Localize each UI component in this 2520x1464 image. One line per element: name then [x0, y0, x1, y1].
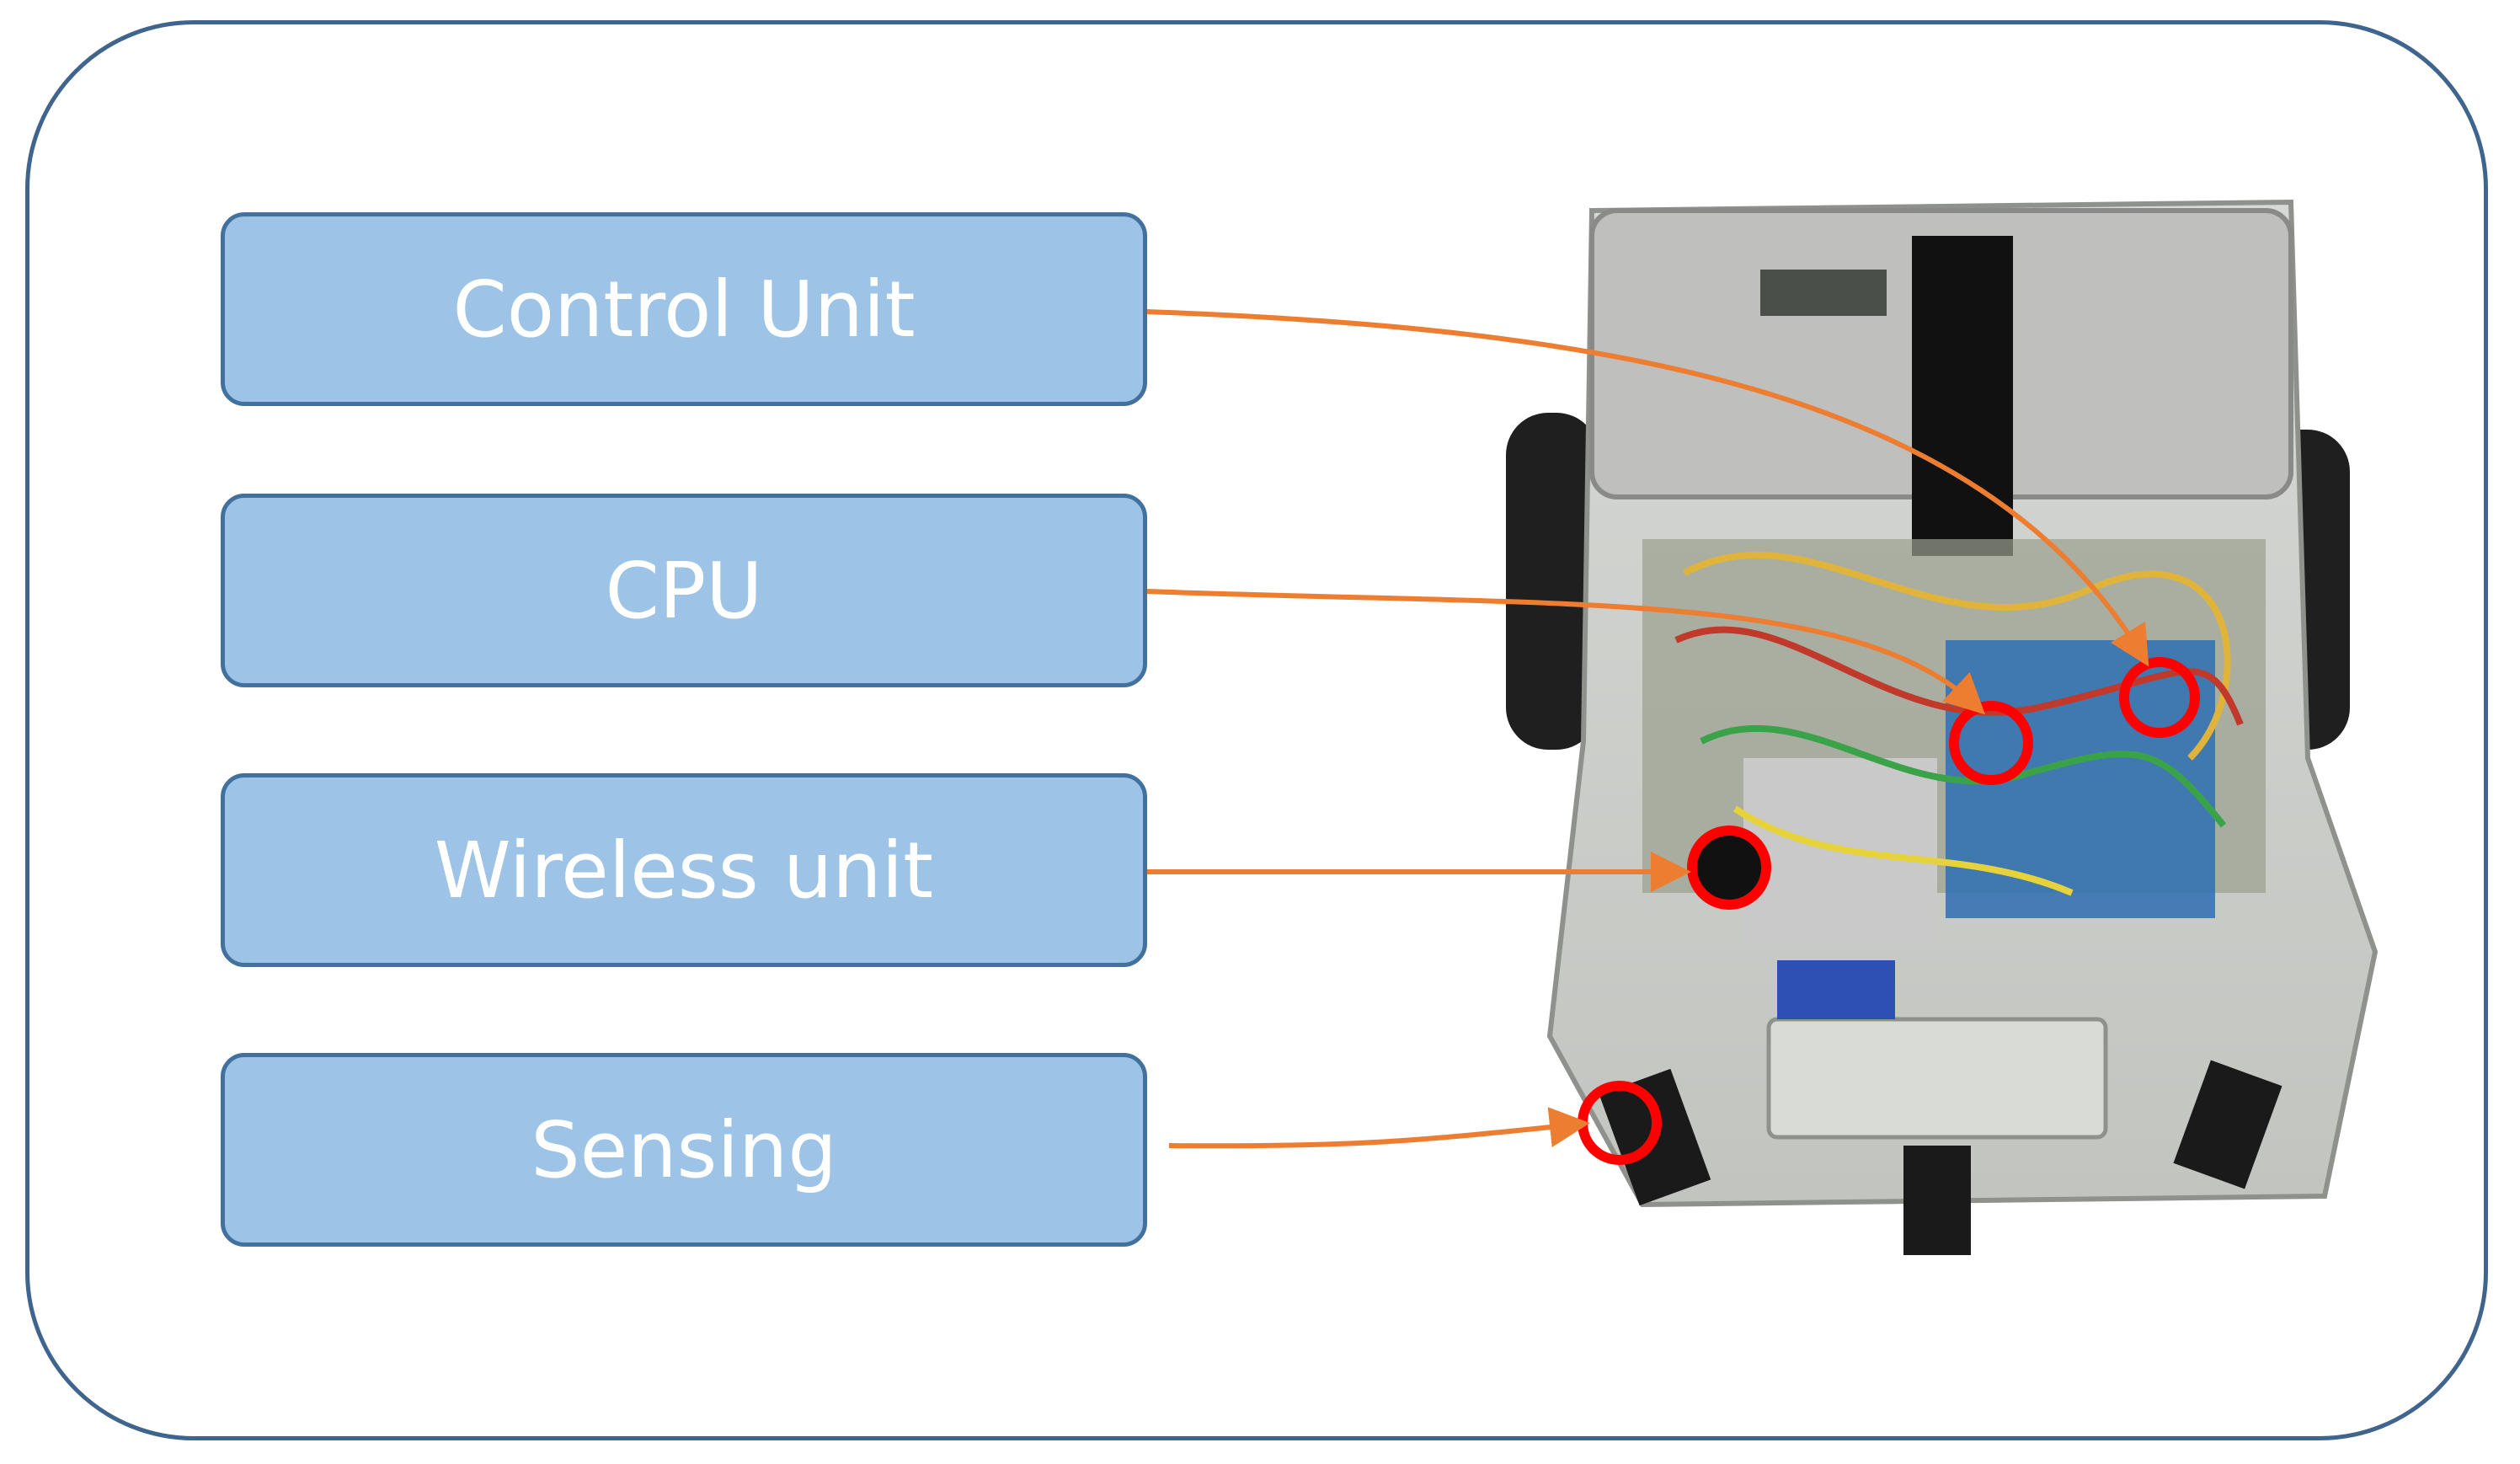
connector-arrows [1146, 309, 2149, 1149]
wireless-unit-box: Wireless unit [221, 773, 1147, 967]
cpu-arrow [1146, 589, 1986, 715]
control-unit-arrow [1146, 309, 2149, 667]
sensing-box: Sensing [221, 1053, 1147, 1247]
control-unit-box: Control Unit [221, 212, 1147, 406]
sensing-arrow [1168, 1107, 1590, 1149]
cpu-box: CPU [221, 494, 1147, 687]
